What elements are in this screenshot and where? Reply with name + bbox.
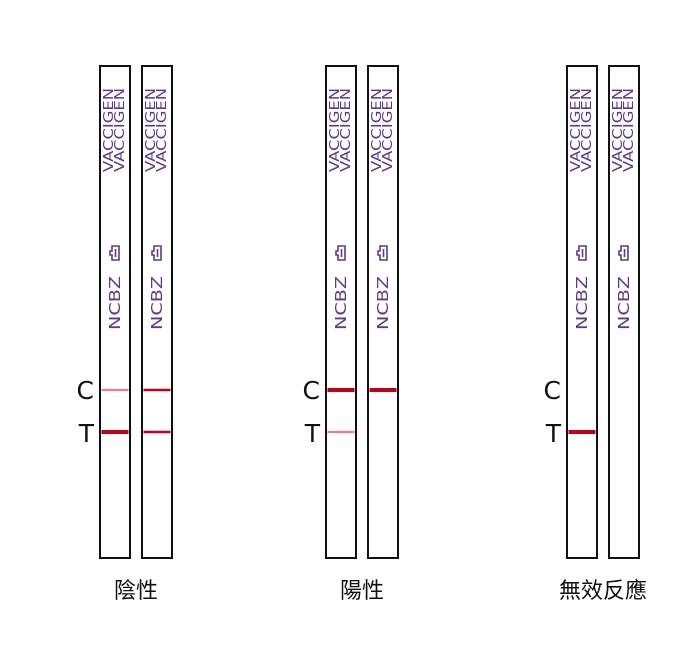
strip-brand-text: VACCIGEN [381, 88, 396, 172]
control-label: C [544, 376, 561, 405]
bottle-icon [576, 245, 587, 261]
strip-product-code: NCBZ [332, 276, 350, 330]
strip-groups: CTVACCIGENVACCIGENNCBZVACCIGENVACCIGENNC… [77, 65, 647, 604]
control-label: C [303, 376, 320, 405]
strip-brand-text: VACCIGEN [611, 88, 626, 172]
strip-group-positive: CTVACCIGENVACCIGENNCBZVACCIGENVACCIGENNC… [303, 65, 399, 604]
strip-brand-text: VACCIGEN [370, 88, 385, 172]
strip-product-code: NCBZ [106, 276, 124, 330]
bottle-icon [335, 245, 346, 261]
group-caption-negative: 陰性 [114, 579, 158, 604]
strip-outline [325, 65, 357, 559]
strip-product-code: NCBZ [148, 276, 166, 330]
group-caption-invalid: 無效反應 [559, 578, 647, 604]
control-label: C [77, 376, 94, 405]
strip-product-code: NCBZ [573, 276, 591, 330]
strip-outline [141, 65, 173, 559]
bottle-icon [151, 245, 162, 261]
strip-brand-text: VACCIGEN [113, 88, 128, 172]
test-label: T [78, 419, 95, 448]
strip-brand-text: VACCIGEN [569, 88, 584, 172]
strip-product-code: NCBZ [374, 276, 392, 330]
bottle-icon [377, 245, 388, 261]
strip-product-code: NCBZ [615, 276, 633, 330]
strip-outline [367, 65, 399, 559]
strip-brand-text: VACCIGEN [328, 88, 343, 172]
strip-brand-text: VACCIGEN [339, 88, 354, 172]
test-label: T [545, 419, 562, 448]
test-label: T [304, 419, 321, 448]
strip-brand-text: VACCIGEN [144, 88, 159, 172]
strip-brand-text: VACCIGEN [622, 88, 637, 172]
strip-brand-text: VACCIGEN [580, 88, 595, 172]
strip-group-negative: CTVACCIGENVACCIGENNCBZVACCIGENVACCIGENNC… [77, 65, 173, 604]
bottle-icon [618, 245, 629, 261]
strip-group-invalid: CTVACCIGENVACCIGENNCBZVACCIGENVACCIGENNC… [544, 65, 647, 604]
strip-brand-text: VACCIGEN [155, 88, 170, 172]
bottle-icon [109, 245, 120, 261]
strip-outline [566, 65, 598, 559]
strip-outline [608, 65, 640, 559]
group-caption-positive: 陽性 [340, 579, 384, 604]
strip-outline [99, 65, 131, 559]
strip-brand-text: VACCIGEN [102, 88, 117, 172]
